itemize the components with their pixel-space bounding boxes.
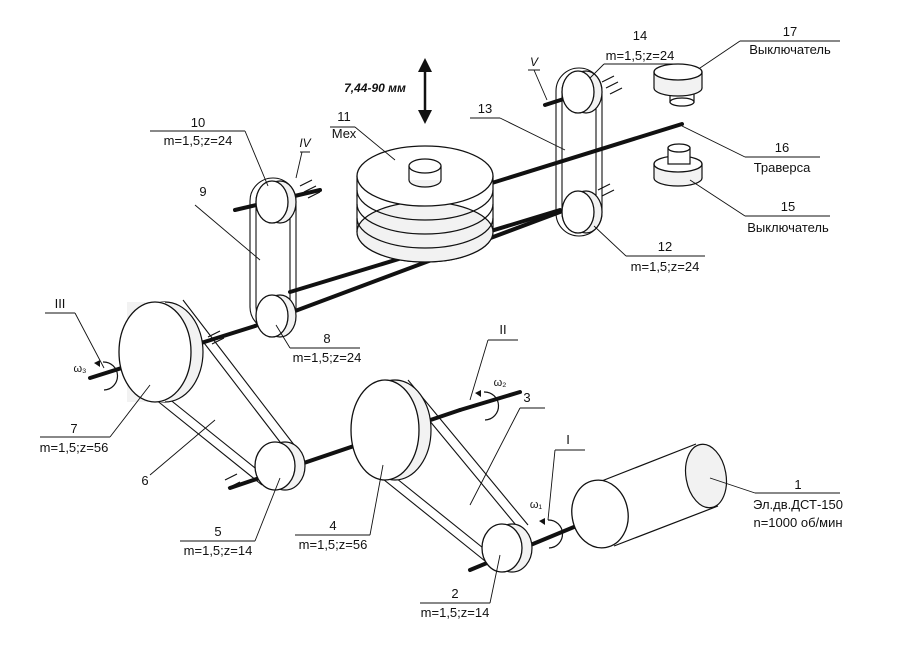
mechanism-drum — [356, 145, 494, 263]
part-15-name: Выключатель — [747, 220, 829, 235]
switch-15 — [653, 143, 703, 187]
part-12-spec: m=1,5;z=24 — [631, 259, 700, 274]
bearing-V — [601, 75, 623, 95]
rotation-w2 — [475, 390, 500, 421]
pulley-5 — [254, 441, 306, 491]
part-6-number: 6 — [141, 473, 148, 488]
part-16-number: 16 — [775, 140, 789, 155]
bearing-5 — [224, 473, 241, 489]
pulley-2 — [481, 523, 533, 573]
part-5-number: 5 — [214, 524, 221, 539]
part-12-number: 12 — [658, 239, 672, 254]
part-10-spec: m=1,5;z=24 — [164, 133, 233, 148]
part-4-number: 4 — [329, 518, 336, 533]
part-13-number: 13 — [478, 101, 492, 116]
rotation-w3 — [94, 360, 119, 391]
omega-1: ω₁ — [530, 499, 543, 511]
pulley-10 — [255, 180, 297, 224]
rotation-w1 — [539, 518, 564, 549]
shaft-label-IV: IV — [299, 136, 311, 150]
part-14-spec: m=1,5;z=24 — [606, 48, 675, 63]
bearing-12 — [597, 183, 615, 197]
pulley-14 — [561, 70, 603, 114]
shaft-lower-long — [253, 210, 562, 328]
part-1-line2: n=1000 об/мин — [753, 515, 842, 530]
part-17-number: 17 — [783, 24, 797, 39]
part-11-name: Мех — [332, 126, 357, 141]
omega-2: ω₂ — [494, 377, 507, 389]
part-9-number: 9 — [199, 184, 206, 199]
part-4-spec: m=1,5;z=56 — [299, 537, 368, 552]
pulley-12 — [561, 190, 603, 234]
part-7-number: 7 — [70, 421, 77, 436]
part-7-spec: m=1,5;z=56 — [40, 440, 109, 455]
part-2-spec: m=1,5;z=14 — [421, 605, 490, 620]
part-14-number: 14 — [633, 28, 647, 43]
pulley-8 — [255, 294, 297, 338]
part-1-line1: Эл.дв.ДСТ-150 — [753, 497, 843, 512]
motor — [571, 442, 728, 549]
shaft-label-III: III — [55, 296, 66, 311]
shaft-label-V: V — [530, 55, 539, 69]
part-2-number: 2 — [451, 586, 458, 601]
part-8-spec: m=1,5;z=24 — [293, 350, 362, 365]
part-1-number: 1 — [794, 477, 801, 492]
part-17-name: Выключатель — [749, 42, 831, 57]
part-8-number: 8 — [323, 331, 330, 346]
omega-3: ω₃ — [73, 363, 86, 375]
bearing-marks — [207, 75, 623, 489]
travel-label: 7,44-90 мм — [344, 81, 406, 95]
part-11-number: 11 — [337, 109, 351, 124]
bearing-IV — [299, 179, 321, 199]
part-16-name: Траверса — [754, 160, 811, 175]
shaft-II-end — [458, 390, 522, 412]
part-3-number: 3 — [523, 390, 530, 405]
shaft-label-I: I — [566, 432, 570, 447]
part-5-spec: m=1,5;z=14 — [184, 543, 253, 558]
leader-lines — [40, 40, 840, 604]
part-10-number: 10 — [191, 115, 205, 130]
shaft-label-II: II — [499, 322, 506, 337]
pulley-7 — [118, 301, 204, 403]
switch-17 — [653, 63, 703, 107]
travel-arrow — [418, 58, 432, 124]
pulley-4 — [350, 379, 432, 481]
part-15-number: 15 — [781, 199, 795, 214]
